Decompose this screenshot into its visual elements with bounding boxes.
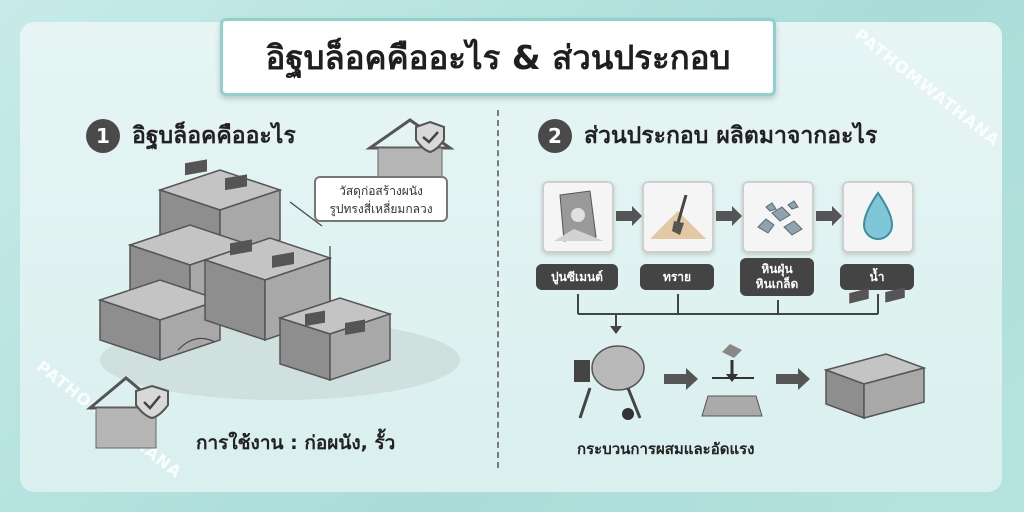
water-drop-icon — [842, 181, 914, 253]
ingredients-connector — [577, 294, 879, 334]
block-definition-callout: วัสดุก่อสร้างผนัง รูปทรงสี่เหลี่ยมกลวง — [314, 176, 448, 222]
section-divider — [497, 110, 499, 468]
page-title: อิฐบล็อคคืออะไร & ส่วนประกอบ — [220, 18, 776, 96]
finished-block-icon — [823, 287, 927, 420]
material-label-sand: ทราย — [640, 264, 714, 290]
section1-title: อิฐบล็อคคืออะไร — [132, 123, 296, 149]
section1-heading: 1 อิฐบล็อคคืออะไร — [86, 118, 296, 154]
material-arrows — [616, 206, 842, 226]
callout-line-1: วัสดุก่อสร้างผนัง — [339, 184, 423, 198]
production-process-illustration — [574, 287, 927, 420]
wall-shield-icon — [85, 376, 169, 449]
concrete-blocks-illustration — [97, 159, 460, 400]
sand-shovel-icon — [642, 181, 714, 253]
house-shield-icon — [365, 118, 455, 179]
section2-heading: 2 ส่วนประกอบ ผลิตมาจากอะไร — [538, 118, 877, 154]
cement-bag-icon — [542, 181, 614, 253]
material-label-water: น้ำ — [840, 264, 914, 290]
material-label-gravel: หินฝุ่น หินเกล็ด — [740, 258, 814, 296]
material-label-gravel-line2: หินเกล็ด — [755, 277, 799, 291]
cement-mixer-icon — [574, 345, 645, 420]
gravel-icon — [742, 181, 814, 253]
section2-number-badge: 2 — [538, 119, 572, 153]
material-label-gravel-line1: หินฝุ่น — [761, 262, 793, 276]
section2-title: ส่วนประกอบ ผลิตมาจากอะไร — [584, 123, 878, 149]
section1-number-badge: 1 — [86, 119, 120, 153]
usage-text: การใช้งาน : ก่อผนัง, รั้ว — [196, 432, 396, 454]
process-label: กระบวนการผสมและอัดแรง — [577, 440, 755, 458]
callout-line-2: รูปทรงสี่เหลี่ยมกลวง — [329, 202, 433, 216]
material-label-cement: ปูนซีเมนต์ — [536, 264, 618, 290]
press-mold-icon — [701, 344, 763, 417]
